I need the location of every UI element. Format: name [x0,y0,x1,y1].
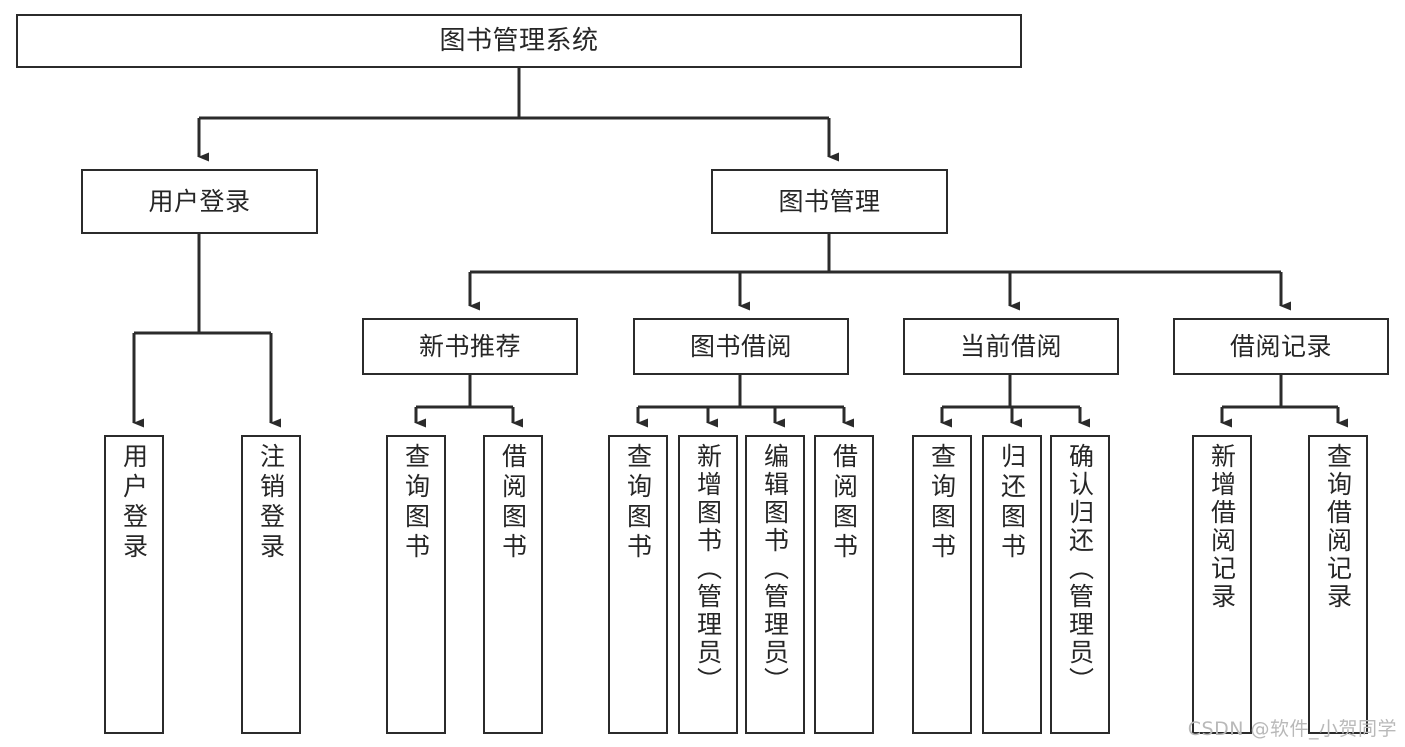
csdn-watermark: CSDN @软件_小贺同学 [1187,718,1397,740]
node-user-login-label: 用户登录 [148,186,251,216]
node-leaf-user-logout[interactable]: 注销登录 [241,435,301,734]
node-borrow-record[interactable]: 借阅记录 [1173,318,1389,375]
node-leaf-user-login[interactable]: 用户登录 [104,435,164,734]
node-leaf-rec-query2[interactable]: 查询借阅记录 [1308,435,1368,734]
node-leaf-rec-borrow-label: 借阅图书 [498,443,528,563]
node-leaf-rec-query-label: 查询图书 [401,443,431,563]
node-leaf-cur-query[interactable]: 查询图书 [912,435,972,734]
node-leaf-borrow-do[interactable]: 借阅图书 [814,435,874,734]
node-leaf-rec-query2-label: 查询借阅记录 [1323,443,1353,611]
node-leaf-borrow-edit[interactable]: 编辑图书（管理员） [745,435,805,734]
node-leaf-user-login-label: 用户登录 [119,443,149,563]
node-leaf-user-logout-label: 注销登录 [256,443,286,563]
node-leaf-cur-return[interactable]: 归还图书 [982,435,1042,734]
node-root-label: 图书管理系统 [439,25,599,56]
node-leaf-cur-query-label: 查询图书 [927,443,957,563]
node-current-borrow[interactable]: 当前借阅 [903,318,1119,375]
node-leaf-cur-return-label: 归还图书 [997,443,1027,563]
node-book-borrow[interactable]: 图书借阅 [633,318,849,375]
node-new-book-rec[interactable]: 新书推荐 [362,318,578,375]
node-leaf-cur-confirm-label: 确认归还（管理员） [1065,443,1095,695]
node-current-borrow-label: 当前借阅 [959,331,1062,361]
node-leaf-rec-borrow[interactable]: 借阅图书 [483,435,543,734]
node-leaf-borrow-query[interactable]: 查询图书 [608,435,668,734]
node-leaf-rec-add[interactable]: 新增借阅记录 [1192,435,1252,734]
node-leaf-rec-add-label: 新增借阅记录 [1207,443,1237,611]
node-book-manage[interactable]: 图书管理 [711,169,948,234]
node-leaf-borrow-add[interactable]: 新增图书（管理员） [678,435,738,734]
node-user-login[interactable]: 用户登录 [81,169,318,234]
node-book-manage-label: 图书管理 [778,186,881,216]
node-leaf-rec-query[interactable]: 查询图书 [386,435,446,734]
node-book-borrow-label: 图书借阅 [689,331,792,361]
node-leaf-borrow-query-label: 查询图书 [623,443,653,563]
node-leaf-borrow-add-label: 新增图书（管理员） [693,443,723,695]
node-borrow-record-label: 借阅记录 [1229,331,1332,361]
node-leaf-borrow-edit-label: 编辑图书（管理员） [760,443,790,695]
node-leaf-cur-confirm[interactable]: 确认归还（管理员） [1050,435,1110,734]
node-leaf-borrow-do-label: 借阅图书 [829,443,859,563]
node-new-book-rec-label: 新书推荐 [418,331,521,361]
node-root[interactable]: 图书管理系统 [16,14,1022,68]
